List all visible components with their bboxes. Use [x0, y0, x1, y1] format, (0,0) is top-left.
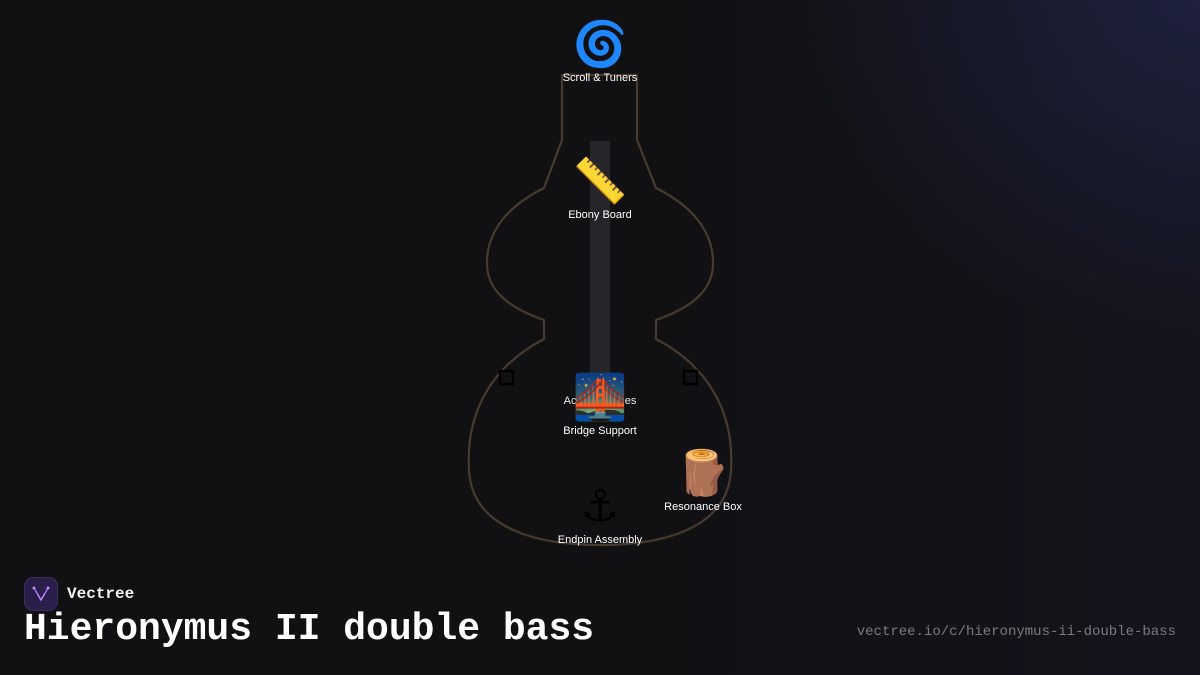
f-hole-left [498, 369, 515, 386]
brand-name: Vectree [67, 585, 135, 603]
fingerboard-strip [590, 141, 610, 396]
part-bridge-support: 🌉 Bridge Support [563, 372, 637, 438]
part-label: Scroll & Tuners [562, 72, 638, 84]
page-title: Hieronymus II double bass [24, 608, 595, 651]
part-resonance-box: 🪵 Resonance Box [664, 448, 742, 514]
part-label: Ebony Board [568, 209, 632, 221]
part-ebony-board: 📏 Ebony Board [568, 156, 632, 222]
part-scroll-tuners: 🌀 Scroll & Tuners [562, 19, 638, 85]
bass-body-outline [467, 73, 733, 547]
page-url[interactable]: vectree.io/c/hieronymus-ii-double-bass [856, 624, 1176, 640]
cyclone-icon: 🌀 [572, 19, 628, 70]
bridge-at-night-icon: 🌉 [572, 372, 628, 423]
part-endpin-assembly: ⚓ Endpin Assembly [557, 481, 643, 547]
wood-log-icon: 🪵 [675, 448, 731, 499]
brand: Vectree [24, 577, 134, 611]
acoustic-holes-label: Acoustic Holes [563, 395, 637, 407]
f-hole-right [682, 369, 699, 386]
part-label: Resonance Box [664, 501, 742, 513]
vectree-logo-icon [24, 577, 58, 611]
part-label: Endpin Assembly [557, 534, 643, 546]
anchor-icon: ⚓ [580, 481, 620, 532]
part-label: Bridge Support [563, 425, 637, 437]
ruler-icon: 📏 [572, 156, 628, 207]
